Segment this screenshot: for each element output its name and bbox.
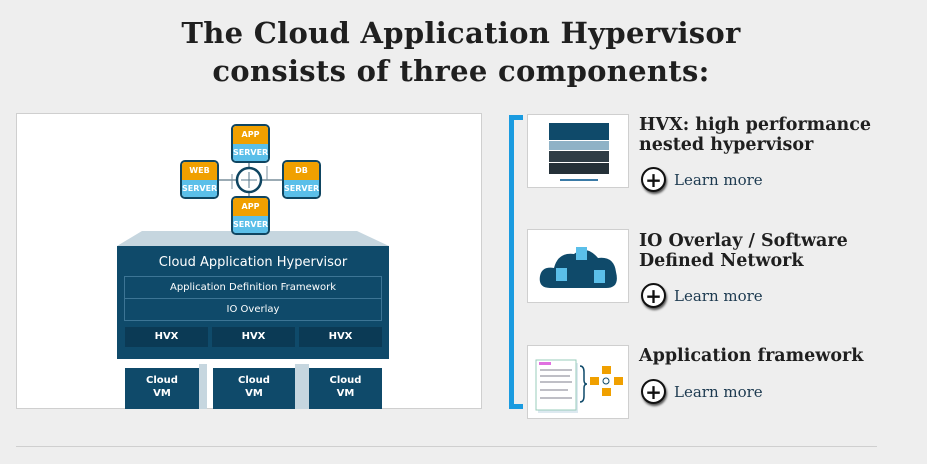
learn-more-app-framework-link[interactable]: +Learn more — [641, 379, 763, 404]
divider — [16, 446, 877, 447]
overlay-layer: IO Overlay — [124, 298, 382, 321]
hvx-cell: HVX — [299, 327, 382, 347]
hvx-stack-image — [549, 123, 609, 181]
hvx-cell: HVX — [212, 327, 295, 347]
hypervisor-title: Cloud Application Hypervisor — [158, 255, 348, 270]
roof — [117, 231, 389, 246]
plus-circle-icon: + — [641, 283, 666, 308]
cloud-network-image — [539, 247, 617, 288]
app-framework-image — [535, 359, 623, 413]
network-lines — [117, 163, 389, 246]
app-framework-thumbnail[interactable] — [527, 345, 629, 419]
component-heading-app-framework: Application framework — [639, 346, 864, 366]
framework-layer: Application Definition Framework — [124, 276, 382, 299]
bracket-accent — [509, 115, 523, 409]
page-title: The Cloud Application Hypervisor consist… — [181, 16, 741, 88]
hvx-thumbnail[interactable] — [527, 114, 629, 188]
learn-more-io-overlay-link[interactable]: +Learn more — [641, 283, 763, 308]
hvx-cell: HVX — [125, 327, 208, 347]
learn-more-hvx-link[interactable]: +Learn more — [641, 167, 763, 192]
plus-circle-icon: + — [641, 167, 666, 192]
io-overlay-thumbnail[interactable] — [527, 229, 629, 303]
hypervisor-block: Cloud Application Hypervisor Application… — [117, 246, 389, 359]
plus-circle-icon: + — [641, 379, 666, 404]
